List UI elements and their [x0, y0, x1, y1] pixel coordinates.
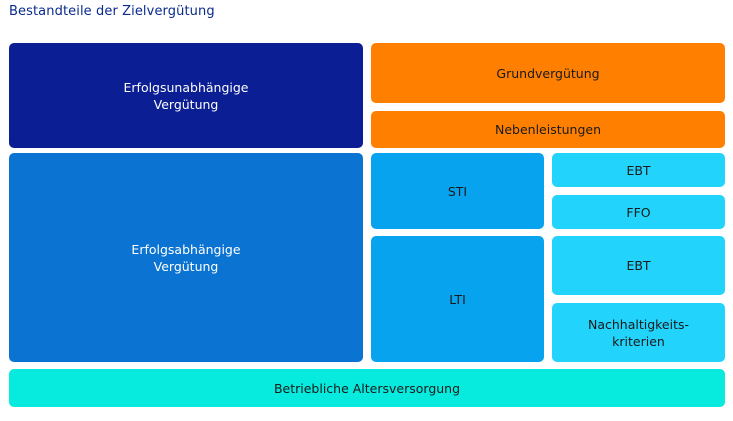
block-pension: Betriebliche Altersversorgung	[9, 369, 725, 407]
block-sti-ebt: EBT	[552, 153, 725, 187]
block-base-salary: Grundvergütung	[371, 43, 725, 103]
block-lti-ebt: EBT	[552, 236, 725, 295]
diagram-title: Bestandteile der Zielvergütung	[9, 4, 215, 19]
block-sti-ffo: FFO	[552, 195, 725, 229]
block-lti-sustainability: Nachhaltigkeits- kriterien	[552, 303, 725, 362]
block-lti: LTI	[371, 236, 544, 362]
block-fringe-benefits: Nebenleistungen	[371, 111, 725, 148]
block-sti: STI	[371, 153, 544, 229]
block-fixed-compensation: Erfolgsunabhängige Vergütung	[9, 43, 363, 148]
block-variable-compensation: Erfolgsabhängige Vergütung	[9, 153, 363, 362]
